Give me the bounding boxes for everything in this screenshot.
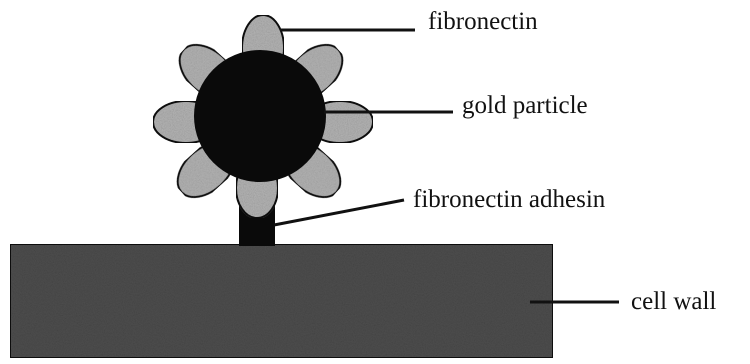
cell-wall-block: [10, 244, 553, 358]
label-cell-wall: cell wall: [631, 288, 716, 315]
cell-wall: [10, 244, 553, 358]
label-fibronectin: fibronectin: [428, 8, 538, 35]
label-fibronectin-adhesin: fibronectin adhesin: [413, 186, 606, 213]
leader-line-adhesin: [274, 200, 404, 225]
label-gold-particle: gold particle: [462, 92, 588, 119]
gold-particle: [194, 50, 326, 182]
